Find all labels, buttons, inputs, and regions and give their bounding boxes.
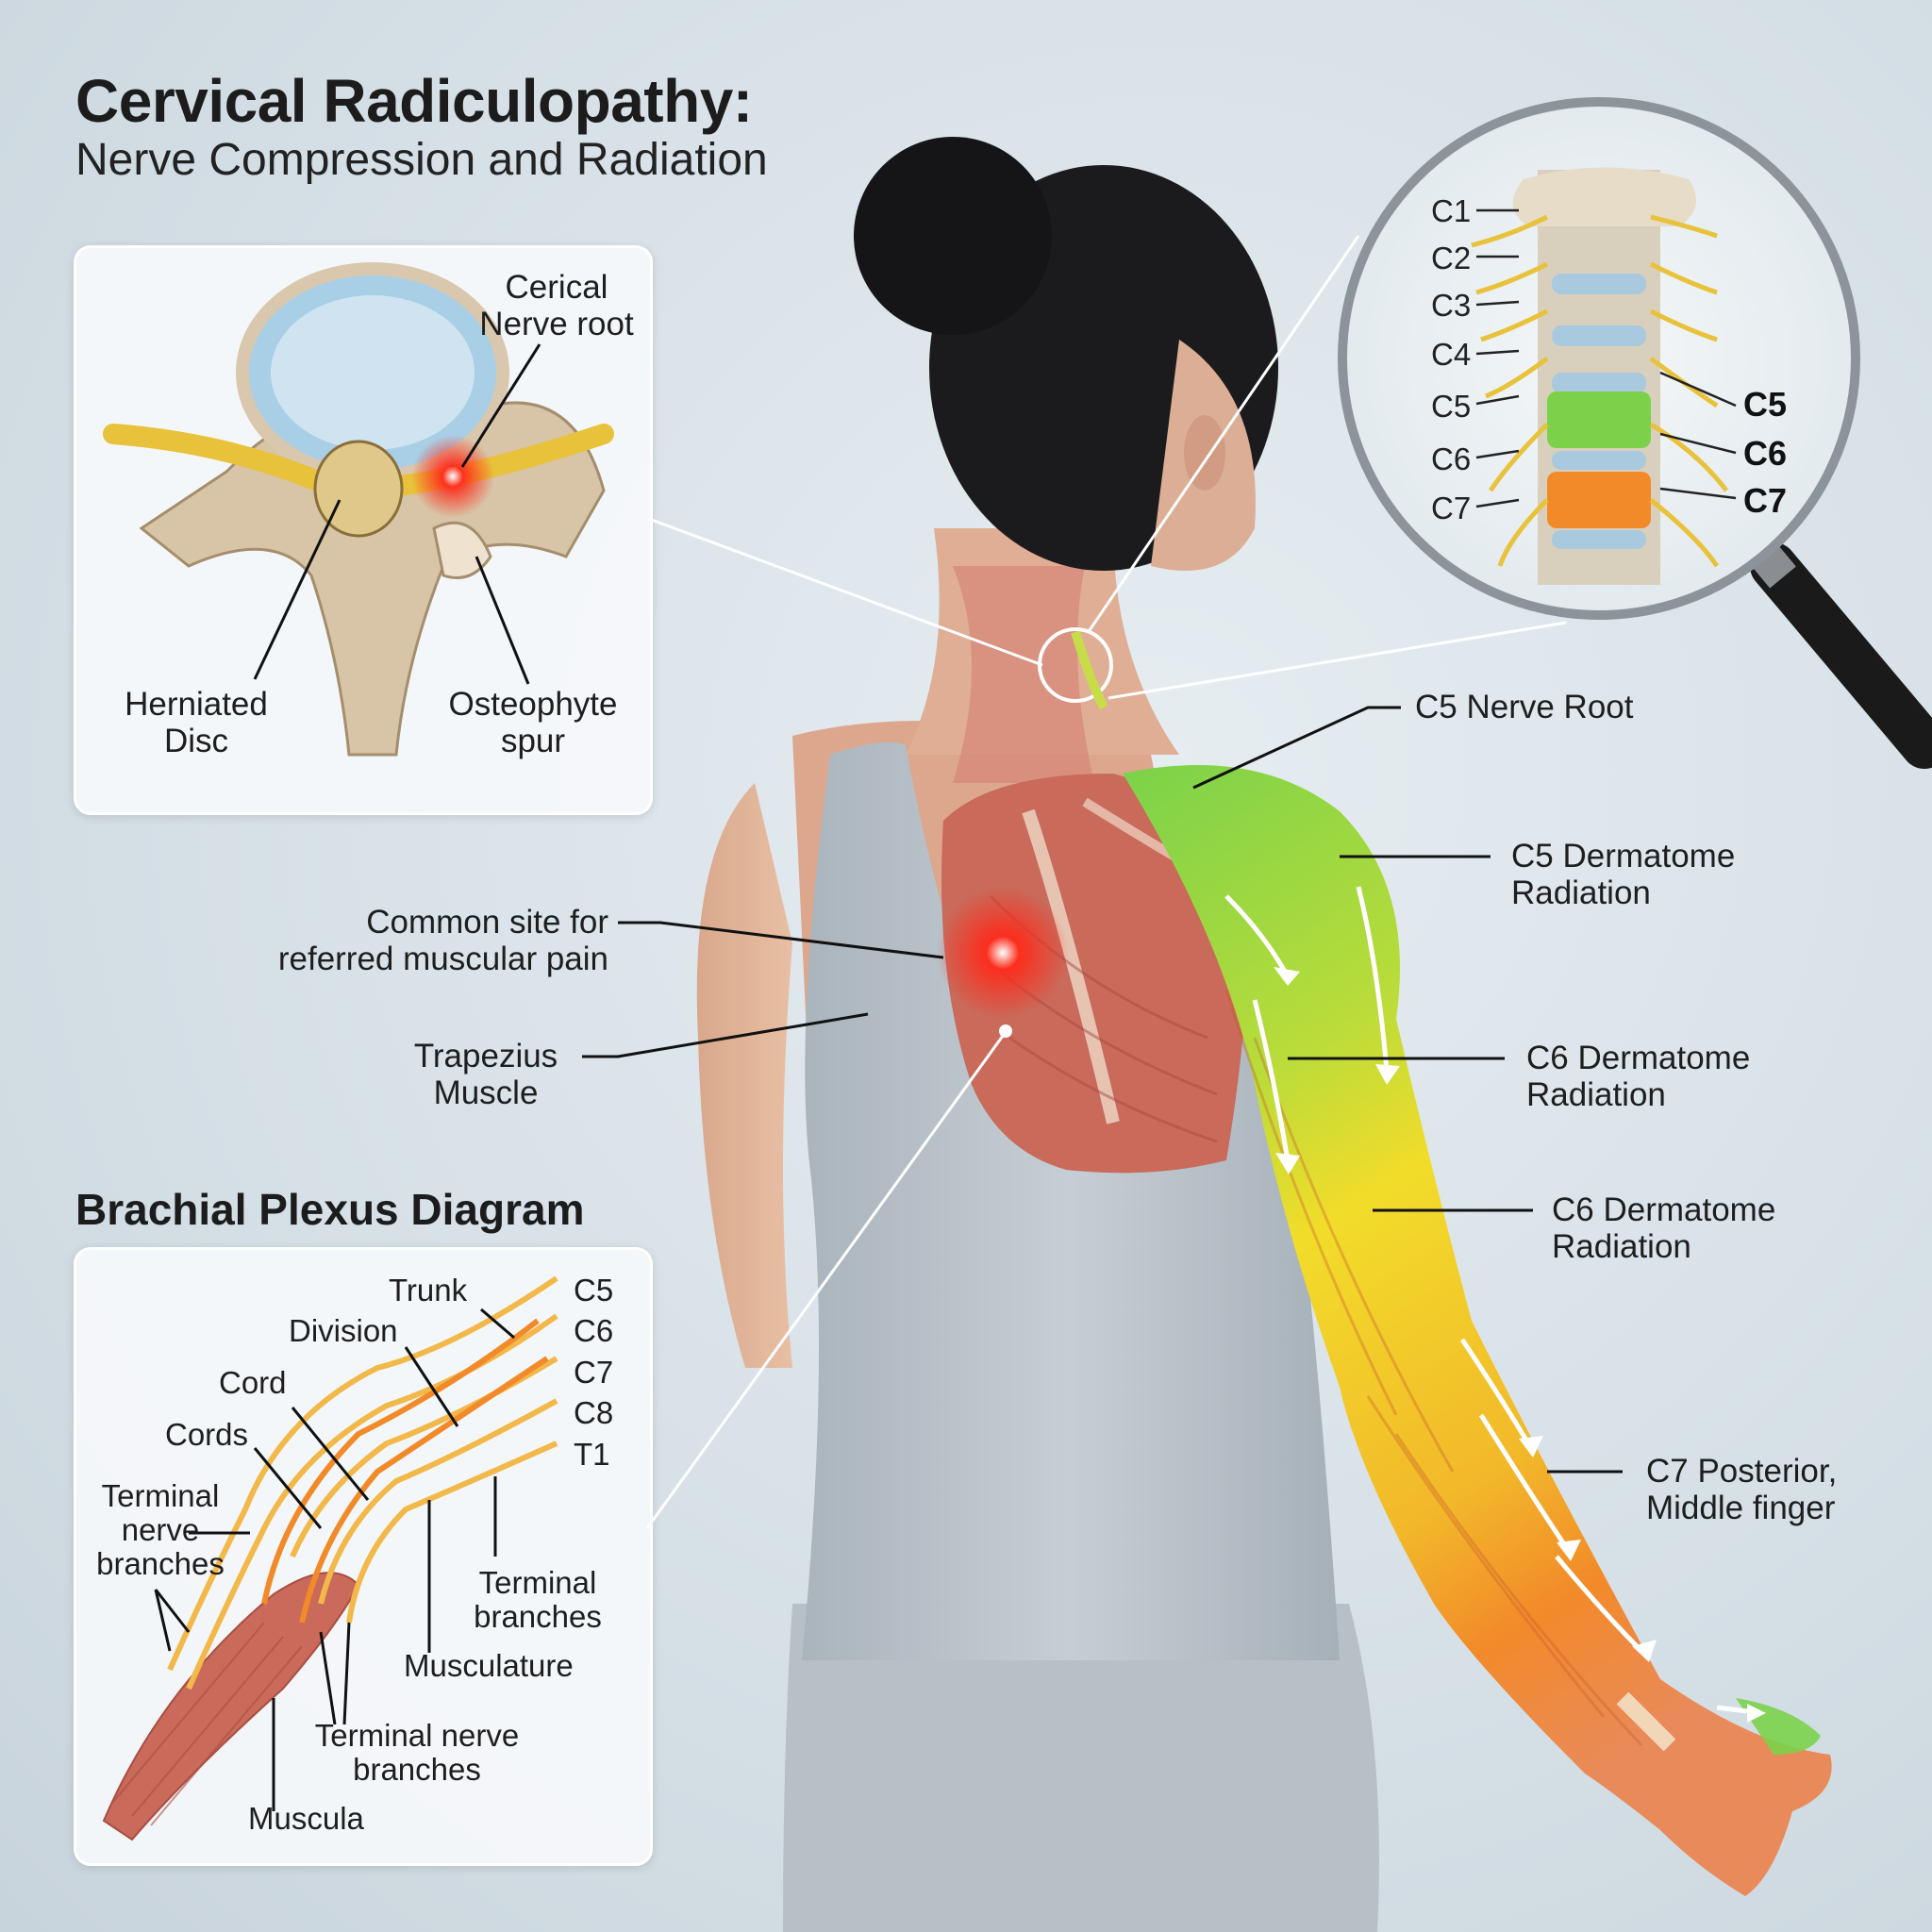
nerve-root-label: Cerical Nerve root bbox=[479, 269, 634, 342]
level-leader-lines bbox=[1475, 208, 1737, 508]
plexus-root-c5: C5 bbox=[574, 1273, 614, 1307]
level-c4-label: C4 bbox=[1431, 337, 1472, 372]
neck-muscles bbox=[953, 566, 1094, 783]
muscula-label: Muscula bbox=[248, 1801, 364, 1836]
terminal-branches-right-label: Terminal branches bbox=[474, 1565, 602, 1634]
vertebra-leader-lines bbox=[253, 343, 541, 685]
level-c5-label: C5 bbox=[1431, 389, 1472, 424]
cords-label: Cords bbox=[165, 1417, 249, 1452]
plexus-root-c7: C7 bbox=[574, 1355, 614, 1390]
terminal-nerve-branches-left-label: Terminal nerve branches bbox=[96, 1478, 225, 1581]
spinal-nerves bbox=[1471, 214, 1728, 568]
highlight-c5-label: C5 bbox=[1743, 385, 1788, 424]
cervical-spine bbox=[1512, 167, 1696, 585]
hair-bun bbox=[854, 137, 1052, 335]
zoom-connectors bbox=[645, 235, 1567, 1529]
level-c2-label: C2 bbox=[1431, 241, 1472, 275]
highlight-c7-label: C7 bbox=[1743, 481, 1788, 520]
leggings bbox=[783, 1604, 1379, 1932]
musculature-label: Musculature bbox=[404, 1648, 574, 1683]
level-c1-label: C1 bbox=[1431, 193, 1472, 228]
ear bbox=[1184, 415, 1225, 491]
terminal-nerve-branches-bottom-label: Terminal nerve branches bbox=[314, 1718, 520, 1787]
radiation-arrows bbox=[1224, 886, 1756, 1715]
division-label: Division bbox=[289, 1313, 398, 1348]
pain-point-marker bbox=[999, 1024, 1012, 1038]
cord-label: Cord bbox=[219, 1365, 287, 1400]
brachial-plexus-drawing bbox=[102, 1275, 558, 1841]
plexus-root-c8: C8 bbox=[574, 1395, 614, 1430]
plexus-leader-lines bbox=[154, 1307, 515, 1811]
arrow-heads bbox=[1274, 967, 1766, 1723]
page-title: Cervical Radiculopathy: bbox=[75, 67, 753, 135]
trapezius-label: Trapezius Muscle bbox=[413, 1038, 558, 1111]
vertebra-cross-section bbox=[103, 262, 614, 757]
highlight-c6-label: C6 bbox=[1743, 434, 1788, 473]
level-c3-label: C3 bbox=[1431, 288, 1472, 323]
wrist bbox=[1616, 1691, 1676, 1752]
figure-leader-lines bbox=[582, 706, 1623, 1474]
c6-dermatome-upper-label: C6 Dermatome Radiation bbox=[1526, 1040, 1751, 1113]
c6-dermatome-lower-label: C6 Dermatome Radiation bbox=[1552, 1191, 1776, 1265]
level-c6-label: C6 bbox=[1431, 441, 1472, 476]
plexus-root-c6: C6 bbox=[574, 1313, 614, 1348]
osteophyte-label: Osteophyte spur bbox=[448, 686, 618, 759]
c7-posterior-label: C7 Posterior, Middle finger bbox=[1646, 1453, 1838, 1526]
level-c7-label: C7 bbox=[1431, 491, 1472, 525]
c5-dermatome-label: C5 Dermatome Radiation bbox=[1511, 838, 1736, 911]
c5-nerve-root-label: C5 Nerve Root bbox=[1415, 689, 1634, 725]
referred-pain-label: Common site for referred muscular pain bbox=[277, 904, 608, 977]
arm-dermatome-map bbox=[1123, 765, 1832, 1896]
page-subtitle: Nerve Compression and Radiation bbox=[75, 135, 768, 185]
trunk-label: Trunk bbox=[389, 1273, 468, 1307]
trapezius-muscle bbox=[941, 774, 1248, 1174]
left-arm bbox=[696, 783, 792, 1368]
plexus-root-t1: T1 bbox=[574, 1437, 610, 1472]
plexus-title: Brachial Plexus Diagram bbox=[75, 1185, 585, 1234]
herniated-disc-label: Herniated Disc bbox=[125, 686, 268, 759]
referred-pain-glow bbox=[937, 887, 1069, 1019]
magnifier-handle bbox=[1750, 542, 1932, 769]
